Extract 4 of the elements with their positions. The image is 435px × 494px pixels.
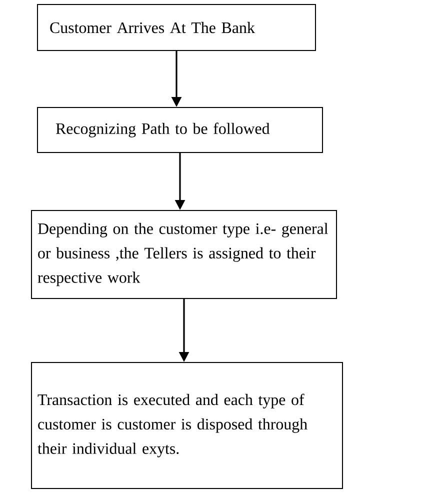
- process-box: Customer Arrives At The Bank: [37, 4, 316, 51]
- process-box: Transaction is executed and each type of customer is customer is disposed through their individual exyts.: [31, 362, 343, 489]
- process-box: Recognizing Path to be followed: [37, 107, 323, 153]
- process-box: Depending on the customer type i.e- general or business ,the Tellers is assigned to their respective work: [31, 210, 337, 299]
